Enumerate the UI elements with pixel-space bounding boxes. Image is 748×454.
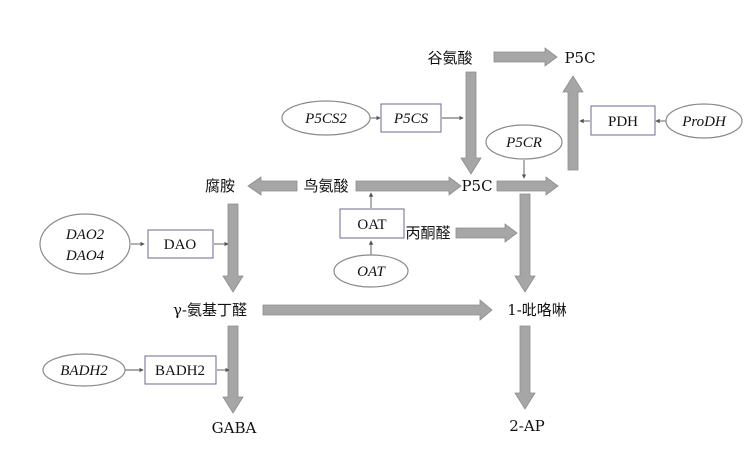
enzyme-box-badh2 xyxy=(144,355,217,385)
gene-ellipses xyxy=(39,100,743,387)
gene-ellipse-badh2 xyxy=(42,353,126,387)
metabolite-labels: 谷氨酸 P5C 腐胺 鸟氨酸 P5C 丙酮醛 γ-氨基丁醛 1-吡咯啉 GABA… xyxy=(173,49,596,437)
gene-label-prodh: ProDH xyxy=(681,114,727,130)
metabolite-gaba: GABA xyxy=(212,419,257,437)
arrow-pyrroline-to-2ap xyxy=(514,325,536,410)
gene-labels: P5CS2 ProDH P5CR OAT DAO2 DAO4 BADH2 xyxy=(60,111,727,379)
enzyme-label-oat: OAT xyxy=(357,217,386,233)
enzyme-box-oat xyxy=(339,208,405,239)
gene-label-dao2: DAO2 xyxy=(65,227,105,243)
arrow-up-to-p5c-top xyxy=(562,75,584,171)
gene-label-oat: OAT xyxy=(357,264,386,280)
gene-label-p5cr: P5CR xyxy=(505,135,542,151)
metabolite-2ap: 2-AP xyxy=(509,417,545,435)
metabolite-p5c-mid: P5C xyxy=(461,177,492,195)
metabolite-ornithine: 鸟氨酸 xyxy=(303,177,348,195)
arrow-glutamate-to-p5c-top xyxy=(493,47,558,67)
metabolite-glutamate: 谷氨酸 xyxy=(427,49,472,67)
arrow-glutamate-to-p5c-mid xyxy=(460,71,482,175)
enzyme-label-pdh: PDH xyxy=(608,114,638,130)
arrow-p5c-mid-right xyxy=(496,176,559,196)
gene-ellipse-p5cr xyxy=(485,124,563,160)
enzyme-label-p5cs: P5CS xyxy=(393,111,429,127)
gene-label-dao4: DAO4 xyxy=(65,248,105,264)
enzyme-label-badh2: BADH2 xyxy=(155,363,205,379)
gene-label-badh2: BADH2 xyxy=(60,363,108,379)
enzyme-labels: P5CS PDH OAT DAO BADH2 xyxy=(155,111,638,379)
enzyme-box-p5cs xyxy=(380,103,442,133)
arrow-methylglyoxal-right xyxy=(455,223,518,243)
metabolite-p5c-top: P5C xyxy=(564,49,595,67)
metabolite-methylglyoxal: 丙酮醛 xyxy=(405,224,450,242)
thin-arrows xyxy=(125,115,666,373)
enzyme-box-pdh xyxy=(590,105,656,136)
gene-ellipse-prodh xyxy=(665,103,743,139)
metabolite-putrescine: 腐胺 xyxy=(205,177,235,195)
gene-ellipse-oat xyxy=(333,254,409,288)
arrow-p5c-to-pyrroline xyxy=(514,193,536,293)
arrow-gaba-ald-to-pyrroline xyxy=(262,299,493,321)
gene-label-p5cs2: P5CS2 xyxy=(304,111,347,127)
arrow-gaba-ald-to-gaba xyxy=(222,325,244,414)
arrow-putrescine-to-gaba-ald xyxy=(222,203,244,293)
metabolite-gaba-aldehyde: γ-氨基丁醛 xyxy=(173,301,247,319)
enzyme-label-dao: DAO xyxy=(164,237,197,253)
gene-ellipse-p5cs2 xyxy=(281,100,371,136)
enzyme-box-dao xyxy=(147,229,214,259)
enzyme-boxes xyxy=(144,103,656,385)
metabolite-pyrroline: 1-吡咯啉 xyxy=(507,301,567,319)
arrow-ornithine-to-putrescine xyxy=(247,176,298,196)
arrow-ornithine-to-p5c-mid xyxy=(355,176,462,196)
flux-arrows xyxy=(222,47,584,414)
gene-ellipse-dao xyxy=(39,213,131,275)
